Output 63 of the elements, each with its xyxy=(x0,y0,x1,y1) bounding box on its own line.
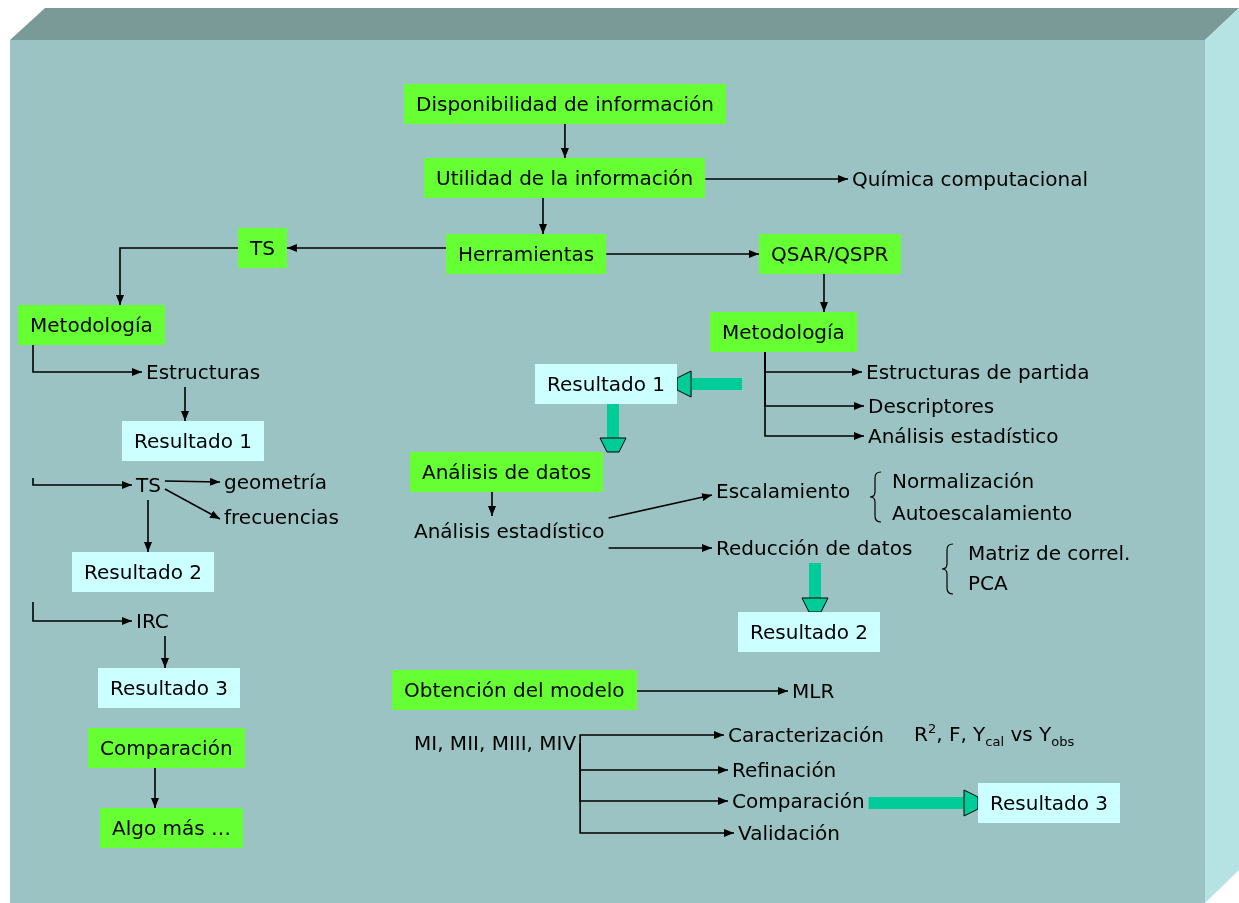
step-box: QSAR/QSPR xyxy=(759,234,901,274)
step-label: Matriz de correl. xyxy=(964,538,1135,568)
step-label: Validación xyxy=(734,818,844,848)
arrow xyxy=(539,197,547,235)
arrow xyxy=(560,123,569,159)
arrow xyxy=(151,767,159,809)
arrow xyxy=(116,247,239,306)
arrow xyxy=(820,273,828,313)
arrow xyxy=(488,491,496,517)
arrow xyxy=(32,344,143,376)
arrow xyxy=(635,687,789,695)
step-label: Análisis estadístico xyxy=(864,421,1063,451)
step-label: Estructuras xyxy=(142,357,265,387)
step-label: Caracterización xyxy=(724,720,888,750)
arrow xyxy=(144,499,152,553)
arrow xyxy=(286,244,447,252)
arrow xyxy=(181,386,189,422)
step-box: Utilidad de la información xyxy=(424,158,706,198)
step-label: frecuencias xyxy=(220,502,343,532)
result-box: Resultado 3 xyxy=(98,668,241,708)
step-box: Comparación xyxy=(88,728,245,768)
arrow xyxy=(607,493,713,519)
step-label: IRC xyxy=(132,606,173,636)
result-box: Resultado 1 xyxy=(535,364,678,404)
step-label: Reducción de datos xyxy=(712,533,917,563)
step-box: Metodología xyxy=(710,312,857,352)
arrow xyxy=(164,477,221,486)
step-label: geometría xyxy=(220,467,331,497)
arrow xyxy=(605,250,760,258)
step-label: Comparación xyxy=(728,786,869,816)
result-box: Resultado 2 xyxy=(738,612,881,652)
arrow xyxy=(764,351,865,440)
formula-text: R$^{2}$, F, Y$_{cal}$ vs Y$_{obs}$ xyxy=(914,720,1075,748)
step-label: Análisis estadístico xyxy=(410,516,609,546)
step-box: Herramientas xyxy=(446,234,607,274)
step-label: PCA xyxy=(964,568,1012,598)
step-box: Obtención del modelo xyxy=(392,670,637,710)
arrow xyxy=(579,742,735,837)
arrow xyxy=(579,731,725,744)
step-box: Algo más … xyxy=(100,808,244,848)
step-label: Refinación xyxy=(728,755,841,785)
arrow xyxy=(164,488,221,520)
arrow xyxy=(32,601,133,625)
step-label: MI, MII, MIII, MIV xyxy=(410,728,581,758)
arrow xyxy=(161,635,169,669)
arrow xyxy=(607,544,713,552)
step-box: Metodología xyxy=(18,305,165,345)
step-box: TS xyxy=(238,228,287,268)
arrow xyxy=(704,175,849,183)
result-box: Resultado 3 xyxy=(978,783,1121,823)
arrow xyxy=(32,477,133,489)
step-box: Disponibilidad de información xyxy=(404,84,726,124)
step-label: TS xyxy=(132,470,165,500)
step-label: Autoescalamiento xyxy=(888,498,1077,528)
result-box: Resultado 2 xyxy=(72,552,215,592)
step-label: Química computacional xyxy=(848,164,1093,194)
step-label: Descriptores xyxy=(864,391,999,421)
step-label: MLR xyxy=(788,676,839,706)
step-box: Análisis de datos xyxy=(410,452,604,492)
step-label: Estructuras de partida xyxy=(862,357,1094,387)
result-box: Resultado 1 xyxy=(122,421,265,461)
step-label: Normalización xyxy=(888,466,1039,496)
step-label: Escalamiento xyxy=(712,476,855,506)
